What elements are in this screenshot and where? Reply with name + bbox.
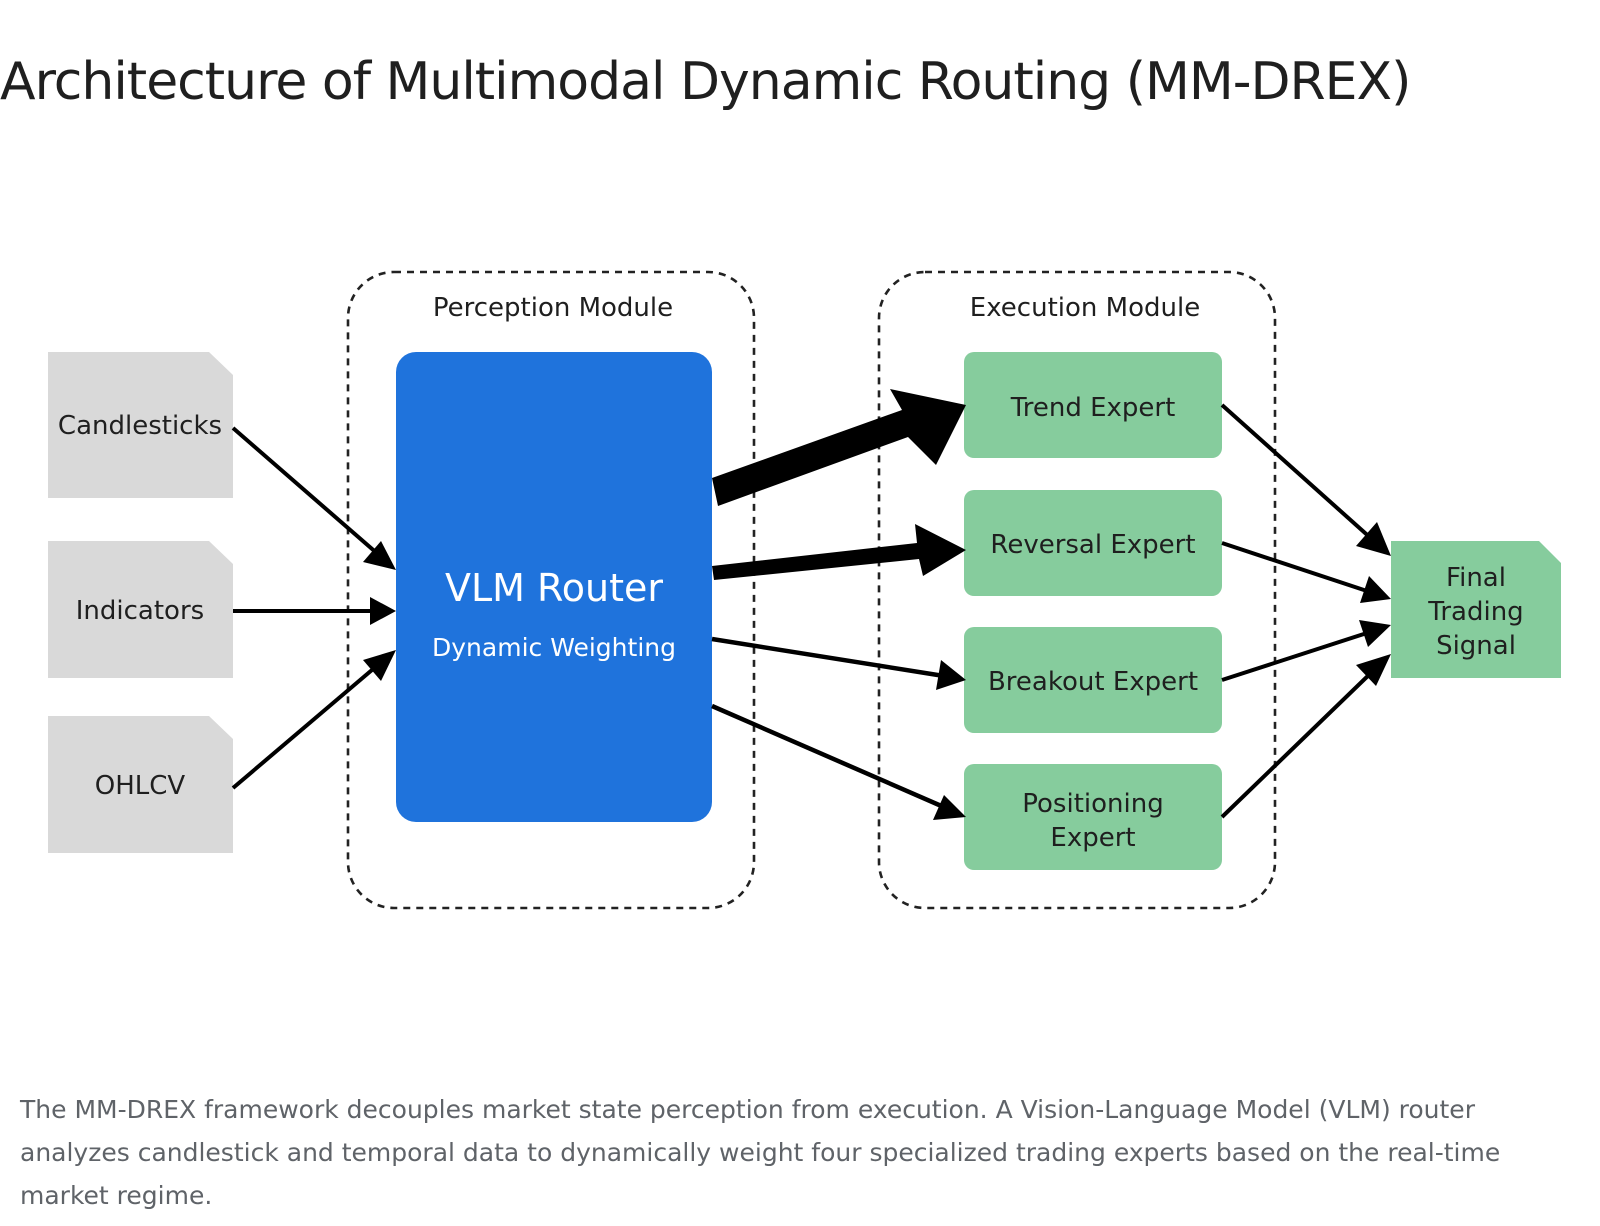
input-ohlcv-label: OHLCV (95, 771, 186, 801)
expert-trend-box (964, 352, 1222, 458)
expert-trend: Trend Expert (964, 352, 1222, 458)
expert-reversal: Reversal Expert (964, 490, 1222, 596)
perception-module-container (346, 270, 756, 910)
arrow-indicators-to-router (233, 597, 396, 625)
final-trading-signal-line-2: Trading (1427, 597, 1523, 627)
input-ohlcv-shape (48, 716, 233, 853)
final-trading-signal-line-3: Signal (1436, 631, 1516, 661)
input-candlesticks-label: Candlesticks (58, 411, 222, 441)
expert-breakout-box (964, 627, 1222, 733)
architecture-diagram: Perception Module Execution Module Candl… (48, 270, 1561, 910)
input-indicators-label: Indicators (76, 596, 204, 626)
page-title: Architecture of Multimodal Dynamic Routi… (0, 52, 1411, 112)
expert-breakout: Breakout Expert (964, 627, 1222, 733)
input-indicators-shape (48, 541, 233, 678)
input-candlesticks: Candlesticks (48, 352, 233, 498)
arrow-ohlcv-to-router (231, 650, 396, 790)
arrow-breakout-expert-to-signal (1221, 620, 1391, 682)
expert-breakout-label: Breakout Expert (988, 667, 1198, 697)
arrow-candlesticks-to-router (231, 426, 396, 570)
expert-reversal-label: Reversal Expert (990, 530, 1195, 560)
expert-positioning: Positioning Expert (964, 764, 1222, 870)
input-indicators: Indicators (48, 541, 233, 678)
input-candlesticks-shape (48, 352, 233, 498)
execution-module-label: Execution Module (970, 293, 1200, 323)
expert-positioning-box (964, 764, 1222, 870)
execution-module-container (877, 270, 1277, 910)
expert-trend-label: Trend Expert (1010, 393, 1176, 423)
arrow-router-to-trend-expert (712, 389, 966, 506)
arrow-positioning-expert-to-signal (1220, 654, 1391, 819)
arrow-router-to-breakout-expert (711, 636, 966, 690)
arrow-router-to-reversal-expert (712, 524, 966, 580)
expert-positioning-label-line-1: Positioning (1022, 789, 1163, 819)
final-trading-signal-line-1: Final (1446, 563, 1506, 593)
final-trading-signal-shape (1391, 541, 1561, 678)
expert-reversal-box (964, 490, 1222, 596)
vlm-router: VLM Router Dynamic Weighting (396, 352, 712, 822)
perception-module-label: Perception Module (433, 293, 673, 323)
final-trading-signal: Final Trading Signal (1391, 541, 1561, 678)
arrow-trend-expert-to-signal (1220, 403, 1391, 556)
vlm-router-subtitle: Dynamic Weighting (432, 633, 676, 662)
input-ohlcv: OHLCV (48, 716, 233, 853)
arrow-router-to-positioning-expert (711, 703, 966, 820)
vlm-router-box (396, 352, 712, 822)
arrow-reversal-expert-to-signal (1221, 541, 1391, 603)
expert-positioning-label-line-2: Expert (1050, 823, 1135, 853)
vlm-router-title: VLM Router (445, 566, 663, 610)
figure-caption: The MM-DREX framework decouples market s… (20, 1095, 1501, 1210)
